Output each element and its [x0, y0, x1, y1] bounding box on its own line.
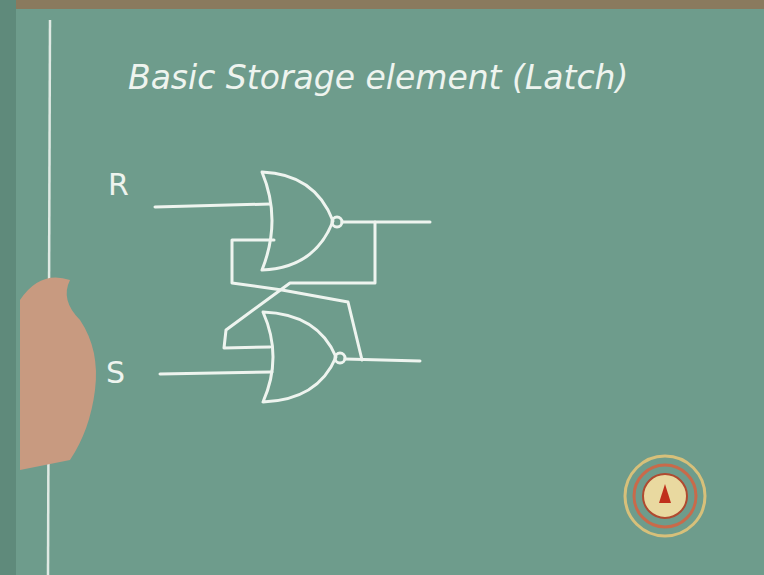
- board-edge: [0, 0, 16, 575]
- output-wire: [342, 221, 430, 224]
- title: Basic Storage element (Latch): [128, 60, 628, 96]
- logo-ring: [625, 456, 705, 536]
- logo: [625, 456, 705, 536]
- logo-disc: [643, 474, 687, 518]
- hand: [20, 278, 96, 471]
- output-wire: [345, 359, 420, 361]
- inversion-bubble: [335, 353, 345, 363]
- logo-flame: [659, 484, 671, 503]
- signal-name: R: [108, 168, 129, 201]
- logo-ring: [634, 465, 696, 527]
- signal-name: S: [106, 356, 125, 389]
- board-frame: [0, 0, 764, 9]
- input-wire: [155, 204, 270, 207]
- nor-gate: [263, 312, 336, 402]
- nor-gate: [262, 172, 333, 270]
- input-wire: [160, 372, 272, 374]
- feedback-wire: [232, 240, 362, 360]
